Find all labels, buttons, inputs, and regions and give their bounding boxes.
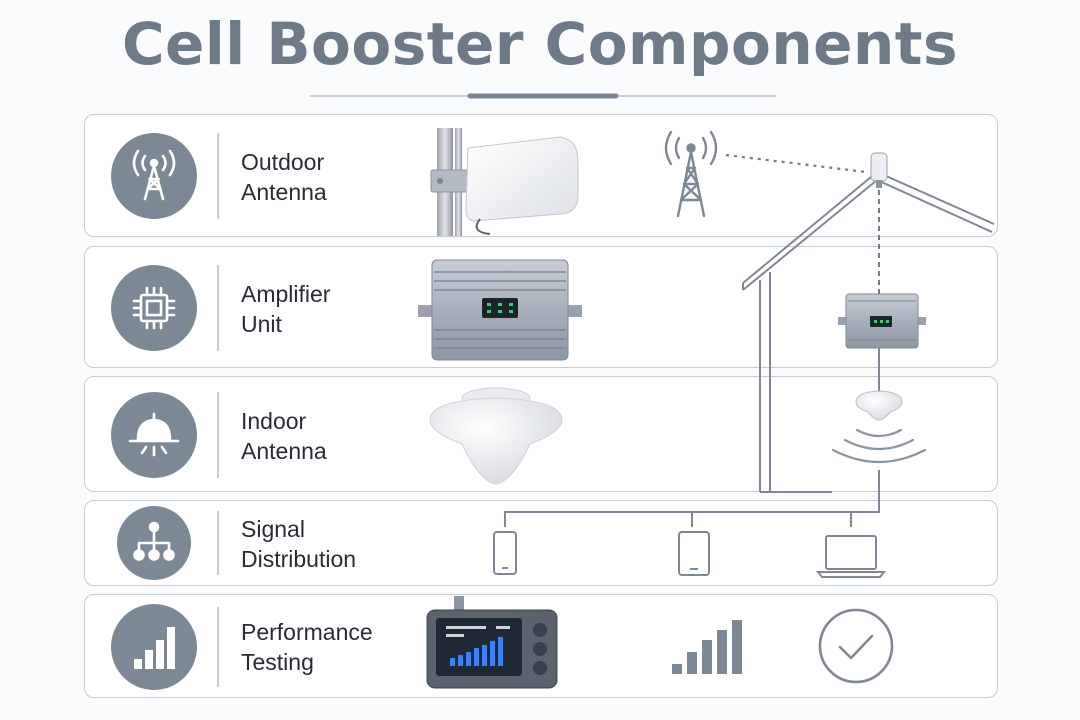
signal-bars-icon <box>111 604 197 690</box>
chip-icon <box>111 265 197 351</box>
page-title: Cell Booster Components <box>121 10 959 78</box>
dome-antenna-icon <box>111 392 197 478</box>
row-divider <box>217 392 219 478</box>
row-divider <box>217 133 219 219</box>
network-icon <box>117 506 191 580</box>
row-divider <box>217 511 219 575</box>
row-divider <box>217 607 219 687</box>
cell-tower-icon <box>111 133 197 219</box>
row-divider <box>217 265 219 351</box>
